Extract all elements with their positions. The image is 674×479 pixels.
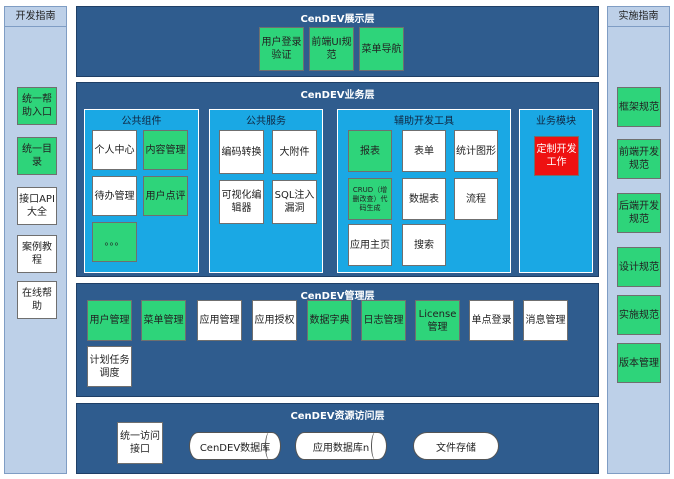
public-services-title: 公共服务: [246, 116, 286, 127]
tool-search[interactable]: 搜索: [402, 224, 446, 266]
business-module-panel: 业务模块 定制开发工作: [519, 109, 593, 273]
display-item-menu-nav[interactable]: 菜单导航: [359, 27, 404, 71]
public-components-panel: 公共组件 个人中心 内容管理 待办管理 用户点评 。。。: [84, 109, 199, 273]
left-item-unified-catalog[interactable]: 统一目录: [17, 137, 57, 175]
display-item-login[interactable]: 用户登录验证: [259, 27, 304, 71]
mgmt-app[interactable]: 应用管理: [197, 300, 242, 341]
business-layer: CenDEV业务层 公共组件 个人中心 内容管理 待办管理 用户点评 。。。 公…: [76, 82, 599, 277]
component-content-mgmt[interactable]: 内容管理: [143, 130, 188, 170]
mgmt-user[interactable]: 用户管理: [87, 300, 132, 341]
mgmt-menu[interactable]: 菜单管理: [141, 300, 186, 341]
mgmt-license[interactable]: License管理: [415, 300, 460, 341]
service-large-attachment[interactable]: 大附件: [272, 130, 317, 174]
resource-layer-title: CenDEV资源访问层: [290, 411, 385, 422]
left-item-tutorials[interactable]: 案例教程: [17, 235, 57, 273]
left-item-online-help[interactable]: 在线帮助: [17, 281, 57, 319]
public-components-title: 公共组件: [121, 116, 162, 127]
service-encoding[interactable]: 编码转换: [219, 130, 264, 174]
right-sidebar-impl-guide: 实施指南 框架规范 前端开发规范 后端开发规范 设计规范 实施规范 版本管理: [607, 6, 670, 474]
resource-app-db[interactable]: 应用数据库n: [295, 432, 387, 460]
public-services-panel: 公共服务 编码转换 大附件 可视化编辑器 SQL注入漏洞: [209, 109, 323, 273]
component-user-review[interactable]: 用户点评: [143, 176, 188, 216]
right-item-frontend-spec[interactable]: 前端开发规范: [617, 139, 661, 179]
management-layer-title: CenDEV管理层: [300, 291, 375, 302]
right-item-version-mgmt[interactable]: 版本管理: [617, 343, 661, 383]
right-item-backend-spec[interactable]: 后端开发规范: [617, 193, 661, 233]
left-sidebar-dev-guide: 开发指南 统一帮助入口 统一目录 接口API大全 案例教程 在线帮助: [4, 6, 67, 474]
dev-tools-panel: 辅助开发工具 报表 表单 统计图形 CRUD（增删改查）代码生成 数据表 流程 …: [337, 109, 511, 273]
component-todo-mgmt[interactable]: 待办管理: [92, 176, 137, 216]
right-item-impl-spec[interactable]: 实施规范: [617, 295, 661, 335]
mgmt-sso[interactable]: 单点登录: [469, 300, 514, 341]
tool-report[interactable]: 报表: [348, 130, 392, 172]
right-item-design-spec[interactable]: 设计规范: [617, 247, 661, 287]
dev-tools-title: 辅助开发工具: [394, 116, 454, 127]
resource-unified-interface[interactable]: 统一访问接口: [117, 422, 163, 464]
service-visual-editor[interactable]: 可视化编辑器: [219, 180, 264, 224]
right-sidebar-title: 实施指南: [608, 7, 669, 27]
resource-file-storage[interactable]: 文件存储: [413, 432, 499, 460]
left-sidebar-title: 开发指南: [5, 7, 66, 27]
display-layer-title: CenDEV展示层: [300, 14, 375, 25]
mgmt-app-auth[interactable]: 应用授权: [252, 300, 297, 341]
mgmt-data-dict[interactable]: 数据字典: [307, 300, 352, 341]
mgmt-message[interactable]: 消息管理: [523, 300, 568, 341]
component-personal-center[interactable]: 个人中心: [92, 130, 137, 170]
left-item-api[interactable]: 接口API大全: [17, 187, 57, 225]
module-custom-dev[interactable]: 定制开发工作: [534, 136, 579, 176]
mgmt-task-scheduler[interactable]: 计划任务调度: [87, 346, 132, 387]
resource-cendev-db[interactable]: CenDEV数据库: [189, 432, 281, 460]
business-layer-title: CenDEV业务层: [300, 90, 375, 101]
tool-workflow[interactable]: 流程: [454, 178, 498, 220]
tool-chart[interactable]: 统计图形: [454, 130, 498, 172]
display-layer: CenDEV展示层 用户登录验证 前端UI规范 菜单导航: [76, 6, 599, 77]
business-module-title: 业务模块: [536, 116, 576, 127]
display-item-ui-spec[interactable]: 前端UI规范: [309, 27, 354, 71]
tool-form[interactable]: 表单: [402, 130, 446, 172]
tool-data-table[interactable]: 数据表: [402, 178, 446, 220]
resource-layer: CenDEV资源访问层 统一访问接口 CenDEV数据库 应用数据库n 文件存储: [76, 403, 599, 474]
tool-app-home[interactable]: 应用主页: [348, 224, 392, 266]
tool-crud-codegen[interactable]: CRUD（增删改查）代码生成: [348, 178, 392, 220]
left-item-unified-help[interactable]: 统一帮助入口: [17, 87, 57, 125]
right-item-framework-spec[interactable]: 框架规范: [617, 87, 661, 127]
mgmt-log[interactable]: 日志管理: [361, 300, 406, 341]
component-more[interactable]: 。。。: [92, 222, 137, 262]
service-sql-injection[interactable]: SQL注入漏洞: [272, 180, 317, 224]
management-layer: CenDEV管理层 用户管理 菜单管理 应用管理 应用授权 数据字典 日志管理 …: [76, 283, 599, 397]
